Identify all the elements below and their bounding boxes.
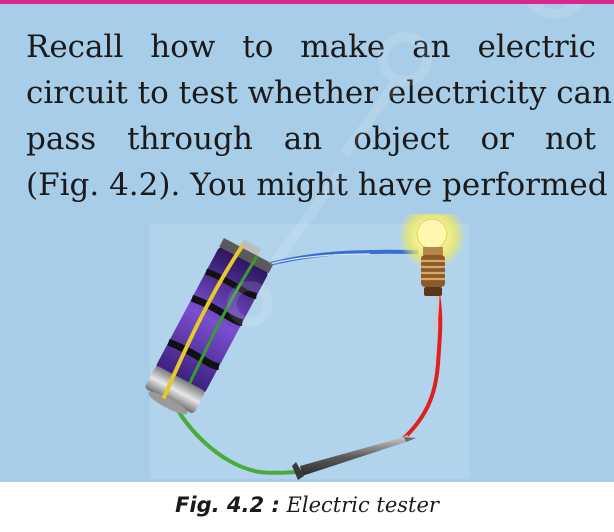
nail-icon	[292, 437, 416, 480]
watermark	[227, 4, 584, 327]
figure-caption-text: Electric tester	[279, 493, 439, 517]
electric-tester-illustration	[145, 214, 470, 480]
wire-highlight	[269, 253, 371, 265]
body-line: circuit to test whether electricity can	[26, 75, 613, 111]
body-line: pass through an object or not	[26, 121, 596, 157]
wire-icon	[401, 293, 443, 441]
electric-tester-figure	[0, 214, 614, 484]
body-line: (Fig. 4.2). You might have performed	[26, 167, 608, 203]
battery-cell-icon	[145, 237, 274, 415]
wire-icon	[166, 389, 301, 475]
figure-caption: Fig. 4.2 : Electric tester	[0, 482, 614, 528]
body-paragraph: Recall how to make an electric circuit t…	[26, 24, 613, 208]
body-line: Recall how to make an electric	[26, 29, 596, 65]
figure-label: Fig. 4.2 :	[175, 493, 280, 517]
bulb-icon	[398, 214, 466, 296]
wire-icon	[432, 293, 440, 333]
